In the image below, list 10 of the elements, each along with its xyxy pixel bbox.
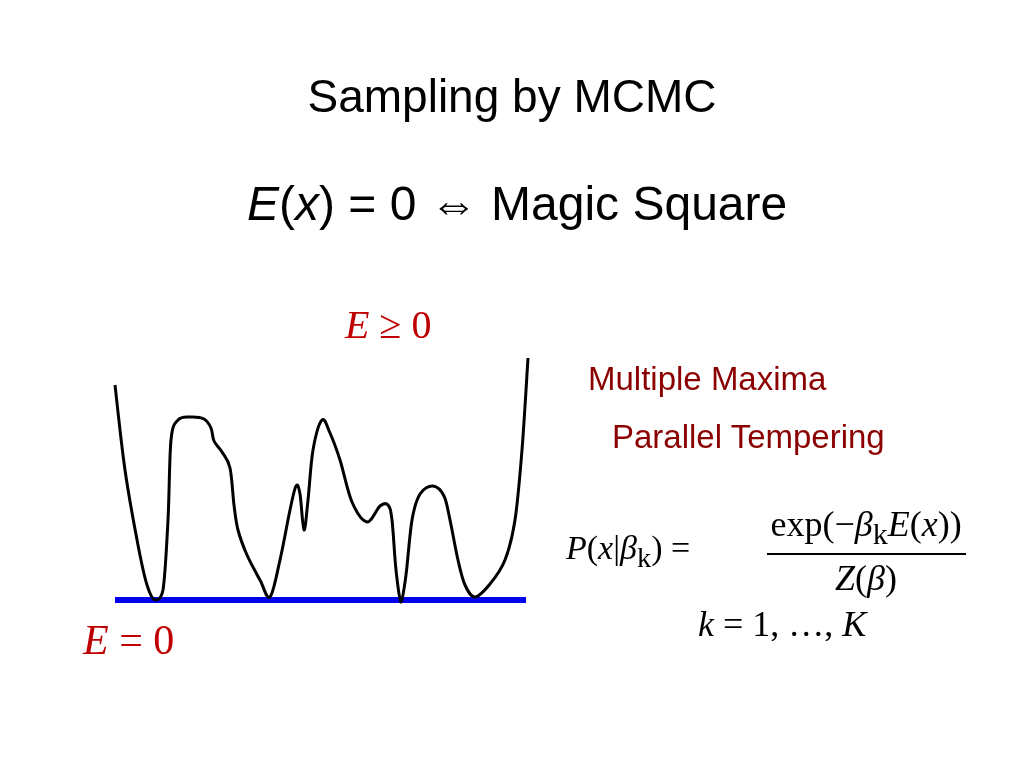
energy-condition-label: E = 0: [83, 616, 175, 665]
slide-title: Sampling by MCMC: [307, 70, 717, 123]
heading-text: Multiple Maxima: [588, 360, 827, 398]
fraction-denominator: Z(β): [835, 558, 897, 600]
fraction-numerator: exp(−β$_{k}$E(x)): [770, 504, 962, 552]
formula-text: k = 1, …, K: [698, 604, 867, 646]
energy-condition-label: E ≥ 0: [345, 302, 432, 348]
equivalence-statement: E(x) = 0 ⇔ Magic Square: [247, 176, 788, 232]
formula-text: P(x|β$_{k}$) =: [566, 528, 691, 575]
heading-text: Parallel Tempering: [612, 418, 885, 456]
